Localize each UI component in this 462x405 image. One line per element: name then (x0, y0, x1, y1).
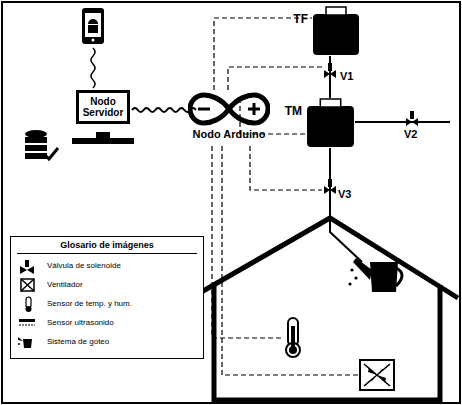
phone-icon (82, 8, 104, 44)
computer (72, 132, 134, 144)
legend-row: Ventilador (17, 277, 197, 293)
legend-text: Sistema de goteo (47, 337, 109, 347)
arduino-node: Nodo Arduino (188, 90, 270, 141)
valve-label: V3 (338, 188, 351, 200)
legend-text: Sensor ultrasonido (47, 318, 114, 328)
link-line (132, 108, 196, 112)
thermometer-sensor (286, 318, 300, 357)
greenhouse (184, 218, 458, 400)
legend-text: Ventilador (47, 280, 83, 290)
control-wire (214, 18, 312, 90)
tank: TF (312, 6, 360, 56)
tank-shape (312, 6, 360, 56)
legend-sample (17, 296, 39, 312)
tank-shape (306, 98, 355, 148)
tank-label: TM (285, 104, 302, 118)
wireless-link (91, 48, 95, 88)
legend-row: Sensor de temp. y hum. (17, 296, 197, 312)
database-icon (25, 130, 58, 159)
legend-sample (17, 334, 39, 350)
legend-text: Sensor de temp. y hum. (47, 299, 132, 309)
legend-box: Glosario de imágenesVálvula de solenoide… (10, 236, 204, 359)
legend-row: Sensor ultrasonido (17, 315, 197, 331)
server-box: Nodo Servidor (76, 90, 130, 124)
legend-row: Válvula de solenoide (17, 258, 197, 274)
drip-system (348, 258, 402, 292)
link-line (329, 56, 331, 98)
arduino-logo (188, 90, 270, 128)
legend-sample (17, 258, 39, 274)
legend-sample (17, 315, 39, 331)
tank: TM (306, 98, 355, 148)
node-label: Nodo Arduino (188, 128, 270, 141)
legend-title: Glosario de imágenes (17, 240, 197, 254)
legend-row: Sistema de goteo (17, 334, 197, 350)
valve-label: V1 (340, 70, 353, 82)
legend-sample (17, 277, 39, 293)
legend-text: Válvula de solenoide (47, 261, 121, 271)
tank-label: TF (293, 12, 308, 26)
valve-label: V2 (404, 128, 417, 140)
node-label: Nodo Servidor (81, 96, 125, 118)
fan (360, 360, 394, 390)
